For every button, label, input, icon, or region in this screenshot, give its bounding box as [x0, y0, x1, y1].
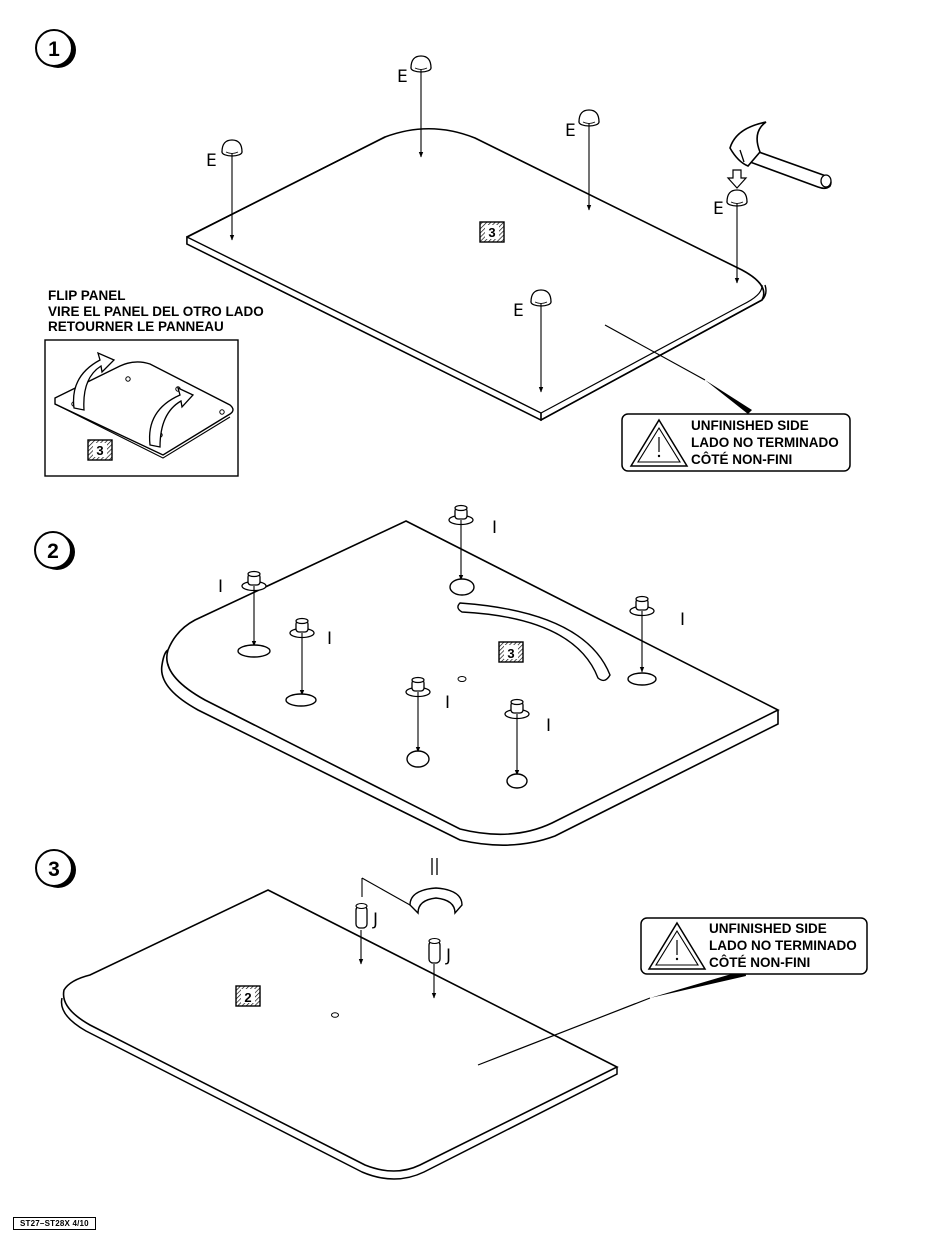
svg-text:E: E — [206, 151, 217, 171]
panel-tag-3: 3 — [499, 642, 523, 662]
svg-text:3: 3 — [507, 646, 514, 661]
step-2: 2 3 I I — [35, 506, 778, 846]
svg-text:I: I — [327, 629, 332, 649]
panel-tag-3: 3 — [480, 222, 504, 242]
page-footer-code: ST27–ST28X 4/10 — [13, 1217, 96, 1230]
svg-text:I: I — [492, 518, 497, 538]
svg-text:E: E — [713, 199, 724, 219]
svg-text:E: E — [513, 301, 524, 321]
svg-text:E: E — [397, 67, 408, 87]
flip-panel-line-es: VIRE EL PANEL DEL OTRO LADO — [48, 304, 264, 320]
step-1-badge: 1 — [36, 30, 76, 68]
leader-line — [705, 380, 752, 414]
flip-panel-instructions: FLIP PANEL VIRE EL PANEL DEL OTRO LADO R… — [48, 288, 264, 335]
svg-text:CÔTÉ NON-FINI: CÔTÉ NON-FINI — [709, 955, 810, 970]
step-2-badge: 2 — [35, 532, 75, 570]
panel-3-underside: 3 — [162, 521, 778, 845]
warning-box-2: UNFINISHED SIDE LADO NO TERMINADO CÔTÉ N… — [641, 918, 867, 974]
svg-text:1: 1 — [48, 38, 60, 61]
svg-text:3: 3 — [96, 443, 103, 458]
svg-text:LADO NO TERMINADO: LADO NO TERMINADO — [691, 435, 839, 450]
svg-text:CÔTÉ NON-FINI: CÔTÉ NON-FINI — [691, 452, 792, 467]
svg-text:2: 2 — [244, 990, 251, 1005]
svg-text:I: I — [546, 716, 551, 736]
step-1: 1 3 E E E — [36, 30, 850, 476]
svg-text:3: 3 — [488, 225, 495, 240]
svg-text:I: I — [218, 577, 223, 597]
warning-box-1: UNFINISHED SIDE LADO NO TERMINADO CÔTÉ N… — [622, 414, 850, 471]
step-3-badge: 3 — [36, 850, 76, 888]
svg-text:J: J — [372, 910, 378, 930]
step-3: 3 2 J — [36, 850, 867, 1179]
panel-tag-3: 3 — [88, 440, 112, 460]
svg-text:I: I — [445, 693, 450, 713]
panel-3-top: 3 — [187, 129, 766, 420]
svg-text:UNFINISHED SIDE: UNFINISHED SIDE — [691, 418, 809, 433]
svg-text:I: I — [680, 610, 685, 630]
flip-panel-box: 3 — [45, 340, 238, 476]
svg-text:LADO NO TERMINADO: LADO NO TERMINADO — [709, 938, 857, 953]
svg-text:J: J — [445, 946, 451, 966]
svg-text:E: E — [565, 121, 576, 141]
panel-tag-2: 2 — [236, 986, 260, 1006]
flip-panel-line-fr: RETOURNER LE PANNEAU — [48, 319, 264, 335]
rotation-arrow-icon — [410, 888, 462, 913]
svg-text:2: 2 — [47, 540, 59, 563]
svg-text:3: 3 — [48, 858, 60, 881]
flip-panel-line-en: FLIP PANEL — [48, 288, 264, 304]
svg-text:UNFINISHED SIDE: UNFINISHED SIDE — [709, 921, 827, 936]
hammer-arrow-icon — [728, 170, 746, 188]
